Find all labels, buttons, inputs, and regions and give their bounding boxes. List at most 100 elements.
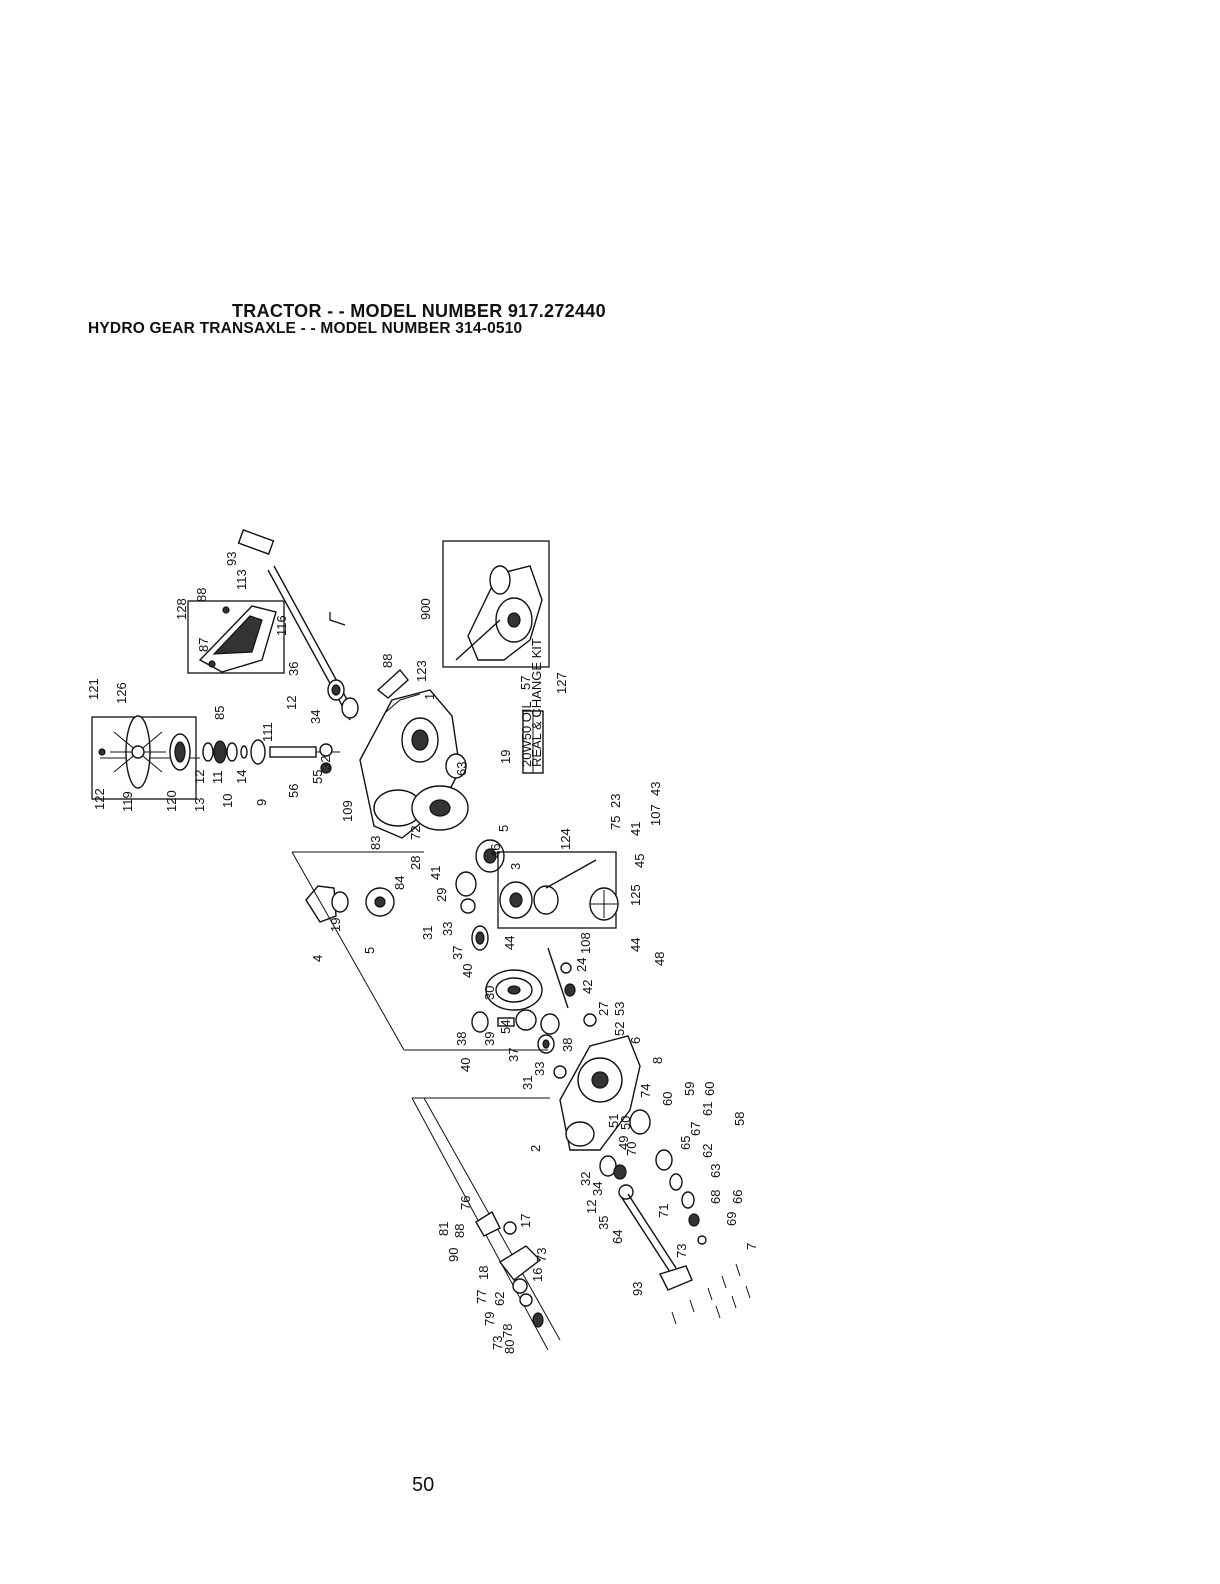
diagram-subtitle: HYDRO GEAR TRANSAXLE - - MODEL NUMBER 31… (88, 320, 523, 337)
callout: 23 (608, 794, 623, 808)
callout: 60 (702, 1082, 717, 1096)
callout: 12 (584, 1200, 599, 1214)
page-number: 50 (412, 1474, 435, 1496)
callout: 76 (458, 1196, 473, 1210)
callout: 93 (630, 1282, 645, 1296)
callout: 17 (518, 1214, 533, 1228)
callout: 75 (608, 816, 623, 830)
callout: 53 (612, 1002, 627, 1016)
callout: 121 (86, 678, 101, 700)
callout: 40 (458, 1058, 473, 1072)
callout: 1 (422, 693, 437, 700)
callout: 38 (560, 1038, 575, 1052)
callout: 30 (482, 986, 497, 1000)
callout: 88 (194, 588, 209, 602)
motor-shaft (547, 947, 597, 1027)
callout: 4 (310, 955, 325, 962)
callout: 119 (120, 791, 135, 812)
callout: 107 (648, 804, 663, 826)
callout: 9 (254, 799, 269, 806)
callout: 35 (596, 1216, 611, 1230)
callout: 37 (506, 1048, 521, 1062)
callout: 54 (498, 1020, 513, 1034)
callout: 7 (744, 1243, 759, 1250)
callout: 126 (114, 682, 129, 704)
callout: 90 (446, 1248, 461, 1262)
callout: 108 (578, 932, 593, 954)
callout: 124 (558, 828, 573, 850)
callout: 63 (454, 762, 469, 776)
callout: 81 (436, 1222, 451, 1236)
callout: 11 (210, 771, 225, 785)
oil-label-line2: REAL & CHANGE KIT (529, 638, 544, 767)
callout: 63 (708, 1164, 723, 1178)
callout: 66 (730, 1190, 745, 1204)
bypass-linkage-group (411, 1097, 561, 1351)
callout: 60 (660, 1092, 675, 1106)
oil-label-line1: 20W50 OIL (519, 701, 534, 767)
callout: 52 (612, 1022, 627, 1036)
center-section (411, 753, 505, 873)
callout: 28 (408, 856, 423, 870)
bull-gear (485, 969, 543, 1011)
callout: 68 (708, 1190, 723, 1204)
callout: 44 (628, 938, 643, 952)
callout: 13 (192, 798, 207, 812)
callout: 113 (234, 569, 249, 590)
callout: 48 (652, 952, 667, 966)
fan-assembly-group (91, 715, 200, 800)
callout: 85 (212, 706, 227, 720)
callout: 2 (528, 1145, 543, 1152)
callout: 122 (92, 788, 107, 810)
callout: 6 (628, 1037, 643, 1044)
callout: 19 (498, 750, 513, 764)
diagram-title: TRACTOR - - MODEL NUMBER 917.272440 (232, 301, 606, 321)
callout: 127 (554, 672, 569, 694)
gear-train-upper (455, 871, 489, 951)
callout: 62 (492, 1292, 507, 1306)
callout: 88 (380, 654, 395, 668)
assembly-reference-box (442, 540, 550, 668)
callout: 51 (606, 1114, 621, 1128)
callout: 78 (500, 1324, 515, 1338)
callout: 19 (328, 918, 343, 932)
callout: 50 (618, 1116, 633, 1130)
pump-motor-group (497, 851, 619, 929)
callout: 83 (368, 836, 383, 850)
callout: 5 (496, 825, 511, 832)
input-shaft-group (202, 739, 340, 765)
callout: 33 (532, 1062, 547, 1076)
callout: 34 (590, 1182, 605, 1196)
callout: 5 (362, 947, 377, 954)
callout: 74 (638, 1084, 653, 1098)
bearing-stack-upper (319, 679, 359, 774)
callout: 8 (650, 1057, 665, 1064)
lower-housing (559, 1035, 641, 1151)
callout: 120 (164, 790, 179, 812)
callout: 65 (678, 1136, 693, 1150)
callout: 84 (392, 876, 407, 890)
callout: 61 (700, 1102, 715, 1116)
callout: 36 (286, 662, 301, 676)
callout: 73 (490, 1336, 505, 1350)
callout: 64 (610, 1230, 625, 1244)
callout: 57 (518, 676, 533, 690)
callout-labels: 121 126 122 119 120 12 13 11 10 14 9 111… (86, 552, 759, 1354)
callout: 88 (452, 1224, 467, 1238)
callout: 67 (688, 1122, 703, 1136)
callout: 40 (460, 964, 475, 978)
callout: 69 (724, 1212, 739, 1226)
callout: 33 (440, 922, 455, 936)
callout: 77 (474, 1290, 489, 1304)
callout: 14 (234, 770, 249, 784)
callout: 73 (674, 1244, 689, 1258)
callout: 41 (428, 866, 443, 880)
callout: 34 (308, 710, 323, 724)
callout: 12 (284, 696, 299, 710)
callout: 55 (310, 770, 325, 784)
callout: 62 (700, 1144, 715, 1158)
bolt-set (671, 1263, 751, 1325)
lower-axle (621, 1193, 693, 1291)
callout: 109 (340, 800, 355, 822)
callout: 46 (488, 844, 503, 858)
